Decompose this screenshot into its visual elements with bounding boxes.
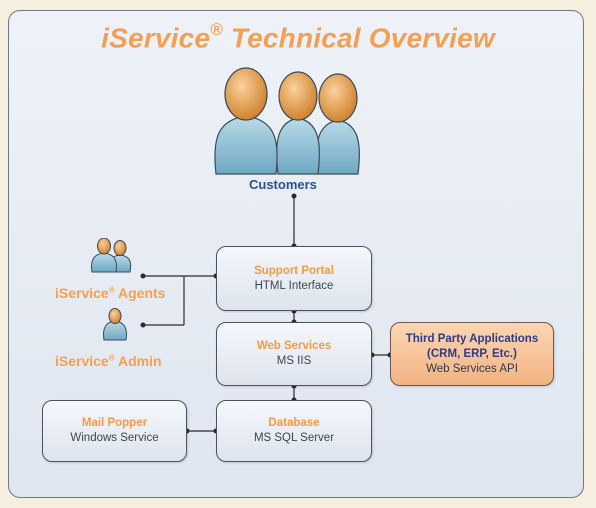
mail-popper-box: Mail Popper Windows Service <box>42 400 187 462</box>
mail-popper-title: Mail Popper <box>81 417 148 429</box>
title-text: iService <box>101 22 211 54</box>
admin-label: iService® Admin <box>55 353 162 369</box>
title-registered-mark: ® <box>210 20 223 39</box>
agents-group-icon <box>91 238 132 273</box>
support-portal-subtitle: HTML Interface <box>254 279 334 292</box>
database-subtitle: MS SQL Server <box>253 432 335 444</box>
customers-label: Customers <box>249 177 317 192</box>
agents-label: iService® Agents <box>55 285 166 301</box>
third-party-title-line1: Third Party Applications <box>405 332 539 345</box>
support-portal-box: Support Portal HTML Interface <box>216 246 372 311</box>
third-party-box: Third Party Applications (CRM, ERP, Etc.… <box>390 322 554 386</box>
third-party-title-line2: (CRM, ERP, Etc.) <box>427 347 517 360</box>
title-rest: Technical Overview <box>222 22 495 54</box>
admin-person-icon <box>103 308 127 341</box>
diagram-title: iService® Technical Overview <box>0 20 596 54</box>
database-title: Database <box>268 417 320 429</box>
third-party-subtitle: Web Services API <box>426 362 518 375</box>
web-services-subtitle: MS IIS <box>276 355 312 367</box>
web-services-box: Web Services MS IIS <box>216 322 372 386</box>
mail-popper-subtitle: Windows Service <box>70 432 159 444</box>
customers-group-icon <box>214 67 360 175</box>
database-box: Database MS SQL Server <box>216 400 372 462</box>
support-portal-title: Support Portal <box>254 264 334 277</box>
web-services-title: Web Services <box>256 340 332 352</box>
